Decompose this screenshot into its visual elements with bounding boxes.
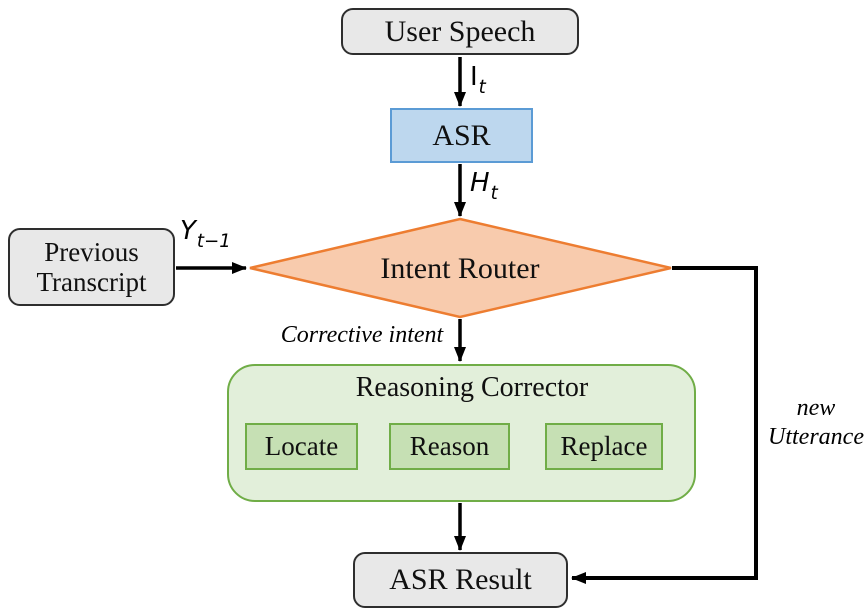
node-user-speech: User Speech xyxy=(341,8,579,55)
label-new-utterance: new Utterance xyxy=(766,394,865,452)
node-previous-transcript: Previous Transcript xyxy=(8,228,175,306)
label-new-utterance-line2: Utterance xyxy=(768,423,864,450)
hypothesis-symbol: H xyxy=(470,168,490,198)
label-corrective-intent: Corrective intent xyxy=(280,322,444,348)
node-asr: ASR xyxy=(390,108,533,163)
input-symbol: I xyxy=(470,62,478,92)
prev-transcript-subscript: t−1 xyxy=(196,231,231,253)
hypothesis-subscript: t xyxy=(490,183,498,205)
node-asr-result: ASR Result xyxy=(353,552,568,608)
intent-router-diamond xyxy=(249,217,672,319)
node-replace: Replace xyxy=(545,423,663,470)
edge-label-input: It xyxy=(470,62,486,97)
edge-label-hypothesis: Ht xyxy=(470,168,498,203)
prev-transcript-symbol: Y xyxy=(180,216,196,246)
node-locate: Locate xyxy=(245,423,358,470)
edge-label-prev-transcript: Yt−1 xyxy=(180,216,231,251)
input-subscript: t xyxy=(478,77,486,99)
node-reason: Reason xyxy=(389,423,510,470)
edge-intent-router-to-asr-result xyxy=(571,266,758,584)
label-new-utterance-line1: new xyxy=(796,395,836,421)
